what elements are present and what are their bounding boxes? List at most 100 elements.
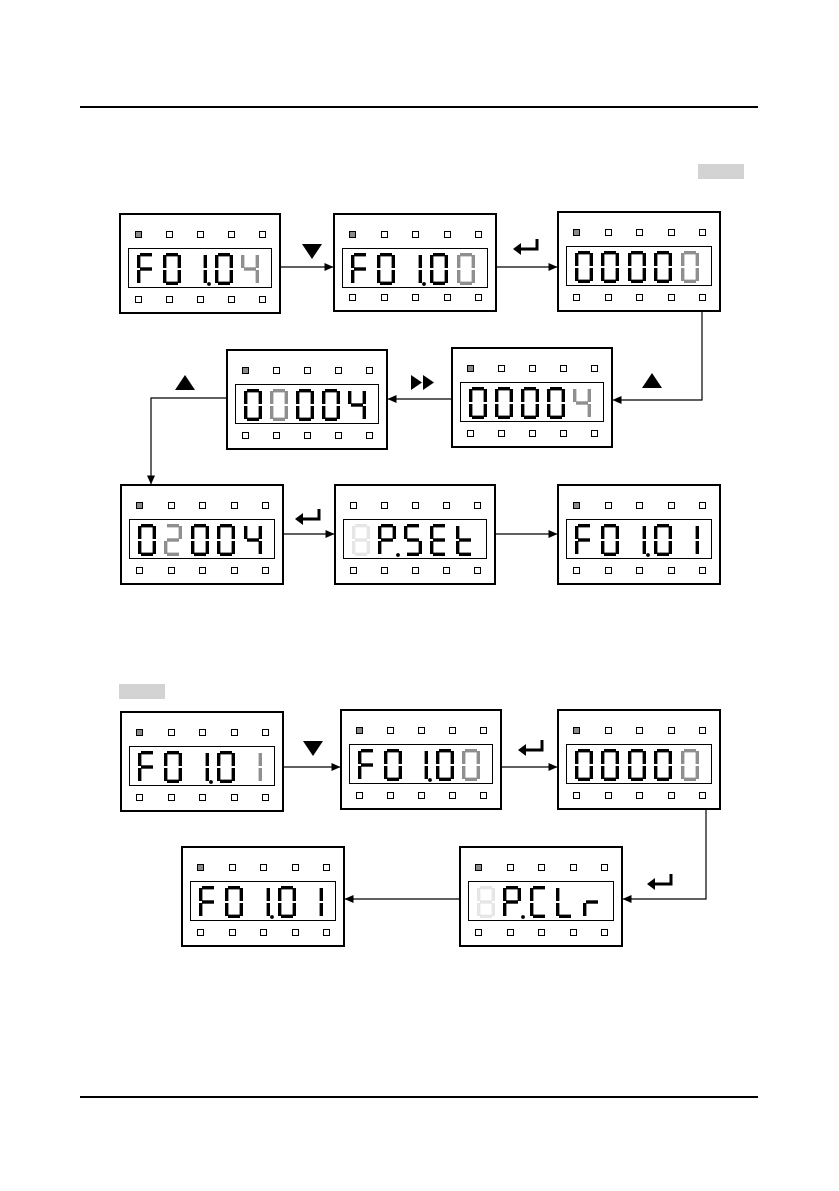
status-led-lit xyxy=(467,365,474,372)
status-led xyxy=(199,502,206,509)
section-1-keypad-panel-5 xyxy=(226,349,388,450)
status-led xyxy=(197,231,204,238)
display-digit xyxy=(375,252,399,286)
display-digit xyxy=(213,252,237,286)
key-led xyxy=(467,430,474,437)
key-led xyxy=(136,794,143,801)
status-led xyxy=(199,729,206,736)
section-1-keypad-panel-7 xyxy=(334,484,496,585)
status-led xyxy=(605,502,612,509)
key-led xyxy=(199,567,206,574)
display-digit xyxy=(136,750,160,784)
status-led xyxy=(228,231,235,238)
key-led xyxy=(636,294,643,301)
display-digit xyxy=(402,252,426,286)
key-led xyxy=(228,296,235,303)
display-digit xyxy=(428,252,452,286)
key-led xyxy=(699,792,706,799)
status-led xyxy=(323,864,330,871)
status-led xyxy=(350,502,357,509)
display-digit xyxy=(408,748,432,782)
key-led xyxy=(350,567,357,574)
seven-segment-display xyxy=(460,382,604,422)
display-digit xyxy=(501,885,525,919)
status-led xyxy=(560,365,567,372)
display-digit xyxy=(652,748,676,782)
key-led xyxy=(668,294,675,301)
status-led xyxy=(529,365,536,372)
section-1-keypad-panel-8 xyxy=(557,484,721,585)
seven-segment-display xyxy=(566,519,712,559)
status-led-lit xyxy=(573,502,580,509)
status-led-lit xyxy=(135,231,142,238)
section-2-keypad-panel-4 xyxy=(181,846,345,947)
display-digit xyxy=(197,885,221,919)
display-digit xyxy=(162,750,186,784)
key-led xyxy=(323,929,330,936)
display-digit xyxy=(346,388,370,422)
display-digit xyxy=(626,748,650,782)
display-digit xyxy=(679,250,703,284)
display-digit xyxy=(382,748,406,782)
key-led xyxy=(259,296,266,303)
section-2-keypad-panel-1 xyxy=(120,711,284,812)
display-digit xyxy=(276,885,300,919)
seven-segment-display xyxy=(129,519,275,559)
status-led-lit xyxy=(573,229,580,236)
seven-segment-display xyxy=(129,746,275,786)
key-led xyxy=(136,567,143,574)
key-led xyxy=(366,432,373,439)
section-1-keypad-panel-4 xyxy=(451,347,613,448)
key-led xyxy=(260,929,267,936)
key-led xyxy=(573,792,580,799)
section-1-keypad-panel-1 xyxy=(119,213,281,314)
key-led xyxy=(381,294,388,301)
status-led xyxy=(231,729,238,736)
status-led xyxy=(335,367,342,374)
status-led-lit xyxy=(136,729,143,736)
display-digit xyxy=(679,748,703,782)
status-led xyxy=(636,727,643,734)
display-digit xyxy=(652,250,676,284)
key-led xyxy=(449,792,456,799)
status-led xyxy=(304,367,311,374)
key-led xyxy=(412,294,419,301)
display-digit xyxy=(320,388,344,422)
seven-segment-display xyxy=(342,248,488,288)
key-led xyxy=(560,430,567,437)
display-digit xyxy=(242,750,266,784)
key-led xyxy=(412,567,419,574)
display-digit xyxy=(162,523,186,557)
key-led xyxy=(699,567,706,574)
display-digit xyxy=(239,252,263,286)
shift-key-icon xyxy=(410,372,440,392)
display-digit xyxy=(135,252,159,286)
status-led xyxy=(605,229,612,236)
key-led xyxy=(166,296,173,303)
enter-key-icon xyxy=(511,237,541,257)
display-digit xyxy=(189,750,213,784)
key-led xyxy=(636,792,643,799)
status-led xyxy=(262,502,269,509)
status-led xyxy=(480,727,487,734)
status-led-lit xyxy=(136,502,143,509)
key-led xyxy=(292,929,299,936)
section-1-keypad-panel-2 xyxy=(333,213,497,312)
status-led xyxy=(636,502,643,509)
display-digit xyxy=(467,386,491,420)
display-digit xyxy=(242,388,266,422)
display-digit xyxy=(599,748,623,782)
key-led xyxy=(443,567,450,574)
status-led xyxy=(449,727,456,734)
display-digit xyxy=(242,523,266,557)
status-led xyxy=(273,367,280,374)
key-led xyxy=(381,567,388,574)
status-led xyxy=(381,231,388,238)
key-led xyxy=(636,567,643,574)
status-led xyxy=(387,727,394,734)
display-digit xyxy=(455,252,479,286)
status-led xyxy=(260,864,267,871)
display-digit xyxy=(161,252,185,286)
key-led xyxy=(444,294,451,301)
